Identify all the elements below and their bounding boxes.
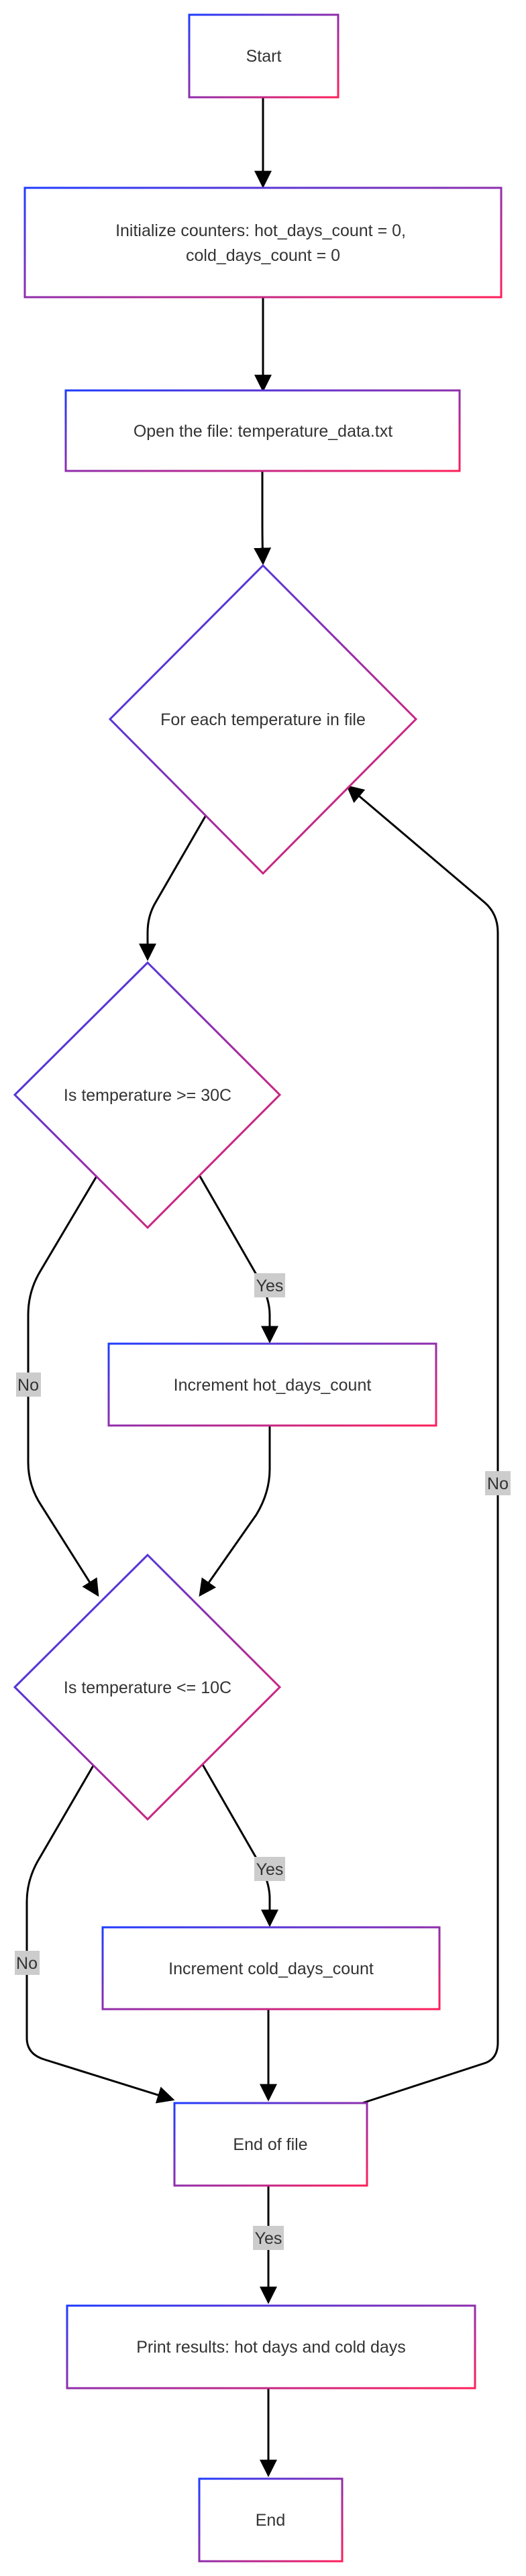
node-eof-label: End of file	[233, 2135, 307, 2154]
node-print-label: Print results: hot days and cold days	[136, 2338, 406, 2357]
node-cold-check[interactable]: Is temperature <= 10C	[13, 1553, 282, 1821]
edge-label-text: Yes	[256, 1277, 284, 1295]
node-init: Initialize counters: hot_days_count = 0,…	[23, 186, 503, 299]
node-end-label: End	[256, 2511, 285, 2530]
node-loop-diamond	[108, 564, 418, 875]
node-cold-check-label: Is temperature <= 10C	[64, 1678, 231, 1697]
node-inc-cold-box	[101, 1926, 441, 2010]
node-init-box	[23, 186, 503, 299]
node-inc-hot-label: Increment hot_days_count	[174, 1376, 372, 1395]
edge-label-cold-yes: Yes	[254, 1857, 285, 1881]
node-eof-box	[173, 2102, 368, 2187]
edge-label-bg	[254, 1857, 285, 1881]
node-open-box	[64, 389, 461, 472]
node-open-label: Open the file: temperature_data.txt	[134, 422, 392, 441]
edge-label-text: No	[17, 1376, 39, 1395]
edge-label-bg	[253, 2226, 284, 2250]
edge-inc-hot-to-cold	[199, 1426, 271, 1597]
node-inc-hot: Increment hot_days_count	[107, 1342, 437, 1427]
edge-loop-to-hot	[139, 811, 209, 961]
node-end: End	[198, 2477, 344, 2563]
node-loop-label: For each temperature in file	[160, 710, 366, 729]
node-loop[interactable]: For each temperature in file	[108, 564, 418, 875]
edge-cold-yes	[197, 1757, 278, 1927]
edge-label-text: No	[487, 1474, 509, 1493]
node-cold-check-diamond	[13, 1553, 282, 1821]
edge-label-hot-no: No	[16, 1373, 41, 1397]
edge-label-bg	[16, 1373, 41, 1397]
edge-label-hot-yes: Yes	[254, 1273, 285, 1297]
edge-label-bg	[15, 1951, 40, 1975]
edge-label-text: Yes	[256, 1860, 284, 1879]
node-inc-cold-label: Increment cold_days_count	[168, 1960, 374, 1978]
nodes: Start Initialize counters: hot_days_coun…	[13, 13, 503, 2563]
node-print: Print results: hot days and cold days	[66, 2304, 476, 2390]
node-eof[interactable]: End of file	[173, 2102, 368, 2187]
node-inc-cold: Increment cold_days_count	[101, 1926, 441, 2010]
node-init-label: Initialize counters: hot_days_count = 0,…	[115, 221, 411, 265]
node-open: Open the file: temperature_data.txt	[64, 389, 461, 472]
node-hot-check-diamond	[13, 961, 282, 1230]
edge-label-text: No	[16, 1954, 38, 1973]
edge-open-to-loop	[254, 470, 272, 566]
node-hot-check-label: Is temperature >= 30C	[64, 1086, 231, 1105]
edge-eof-no	[346, 785, 499, 2104]
edge-label-text: Yes	[255, 2229, 282, 2248]
node-start: Start	[188, 13, 339, 99]
node-start-box	[188, 13, 339, 99]
node-end-box	[198, 2477, 344, 2563]
edge-label-eof-yes: Yes	[253, 2226, 284, 2250]
node-start-label: Start	[246, 47, 282, 66]
edge-label-bg	[485, 1471, 511, 1495]
edge-label-cold-no: No	[15, 1951, 40, 1975]
edge-cold-no	[25, 1757, 175, 2104]
edge-hot-yes	[197, 1173, 278, 1344]
node-hot-check[interactable]: Is temperature >= 30C	[13, 961, 282, 1230]
edge-labels: Yes No Yes No No Yes	[15, 1273, 511, 2250]
node-print-box	[66, 2304, 476, 2390]
edge-label-bg	[254, 1273, 285, 1297]
node-inc-hot-box	[107, 1342, 437, 1427]
edge-label-eof-no: No	[485, 1471, 511, 1495]
